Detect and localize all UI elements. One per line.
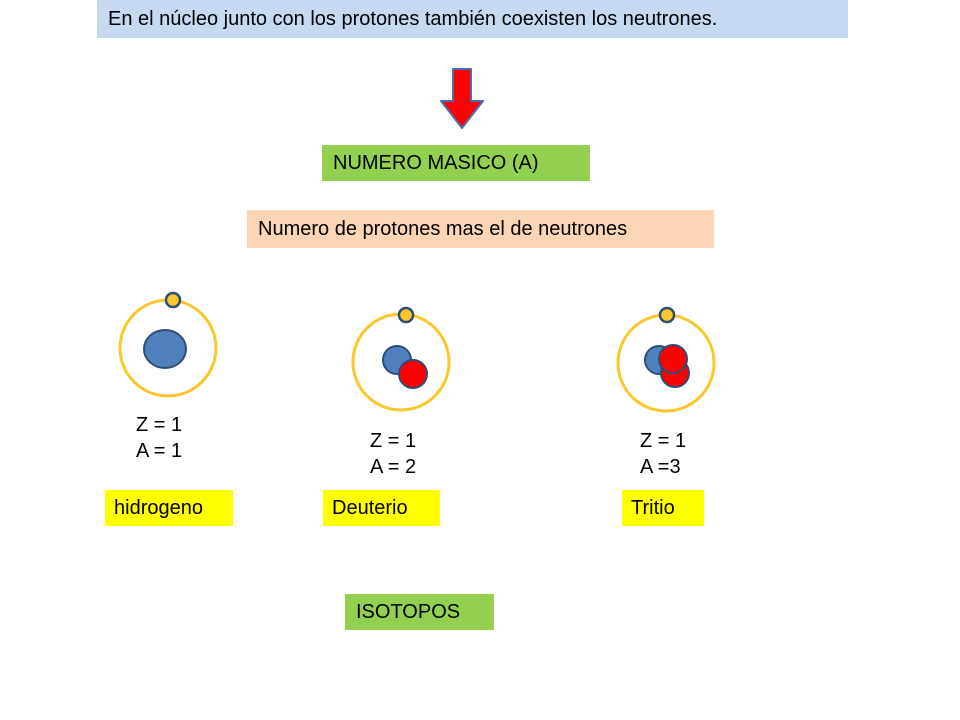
electron-tritio — [658, 306, 676, 324]
electron-deuterio — [397, 306, 415, 324]
za-deuterio: Z = 1 A = 2 — [370, 428, 416, 480]
label-tritio-text: Tritio — [631, 497, 675, 519]
header-box: En el núcleo junto con los protones tamb… — [97, 0, 848, 38]
a-value-deuterio: A = 2 — [370, 456, 417, 478]
za-tritio: Z = 1 A =3 — [640, 428, 686, 480]
electron-hidrogeno — [164, 291, 182, 309]
label-hidrogeno: hidrogeno — [105, 490, 233, 526]
z-value-tritio: Z = 1 — [640, 430, 687, 452]
neutron-tritio-upper — [658, 344, 688, 374]
neutron-deuterio — [398, 359, 428, 389]
definition-box: Numero de protones mas el de neutrones — [247, 210, 714, 248]
a-value-tritio: A =3 — [640, 456, 681, 478]
proton-hidrogeno — [143, 329, 187, 369]
label-hidrogeno-text: hidrogeno — [114, 497, 203, 519]
down-arrow — [440, 68, 484, 129]
z-value-deuterio: Z = 1 — [370, 430, 417, 452]
numero-masico-text: NUMERO MASICO (A) — [333, 152, 539, 174]
label-tritio: Tritio — [622, 490, 704, 526]
za-hidrogeno: Z = 1 A = 1 — [136, 412, 182, 464]
label-deuterio-text: Deuterio — [332, 497, 408, 519]
numero-masico-box: NUMERO MASICO (A) — [322, 145, 590, 181]
label-deuterio: Deuterio — [323, 490, 440, 526]
atom-tritio — [616, 306, 716, 413]
a-value-hidrogeno: A = 1 — [136, 440, 183, 462]
atom-hidrogeno — [118, 291, 218, 398]
header-text: En el núcleo junto con los protones tamb… — [108, 8, 718, 30]
z-value-hidrogeno: Z = 1 — [136, 414, 183, 436]
definition-text: Numero de protones mas el de neutrones — [258, 218, 628, 240]
isotopos-box: ISOTOPOS — [345, 594, 494, 630]
isotopos-text: ISOTOPOS — [356, 601, 461, 623]
atom-deuterio — [351, 306, 451, 412]
